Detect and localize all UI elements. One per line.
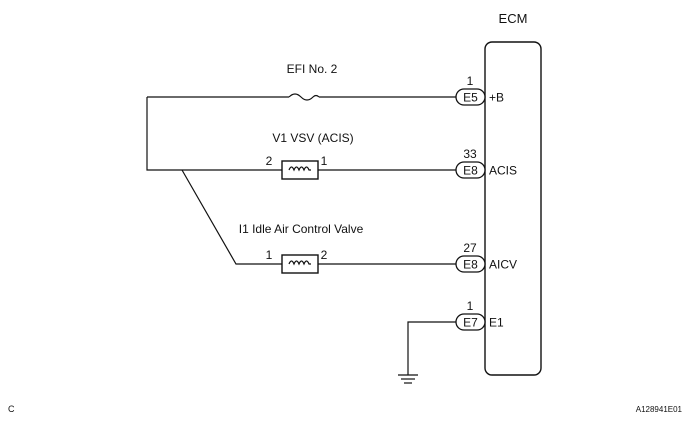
iacv-pin-left: 1	[266, 248, 273, 262]
signal-name: ACIS	[489, 164, 517, 178]
vsv-pin-right: 1	[321, 154, 328, 168]
connector-oval	[455, 161, 486, 179]
fuse-label: EFI No. 2	[287, 62, 338, 76]
terminal-e7-e1: 1E7 E1	[455, 299, 504, 331]
vsv-pin-left: 2	[266, 154, 273, 168]
ground-circuit	[398, 321, 456, 384]
fuse-symbol	[288, 93, 320, 101]
connector-id: E7	[463, 316, 478, 330]
iacv-label: I1 Idle Air Control Valve	[239, 222, 364, 236]
iacv-pin-right: 2	[321, 248, 328, 262]
figure-code: A128941E01	[636, 405, 683, 414]
wire	[181, 169, 282, 265]
connector-id: E5	[463, 91, 478, 105]
terminal-e5-b: 1E5 +B	[455, 74, 504, 106]
signal-name: E1	[489, 316, 504, 330]
pin-number: 1	[467, 74, 474, 88]
ecm-title: ECM	[499, 11, 528, 26]
iacv-solenoid	[281, 254, 319, 274]
pin-number: 27	[463, 241, 477, 255]
vsv-circuit: V1 VSV (ACIS) 2 1	[182, 131, 456, 180]
coil-icon	[288, 166, 311, 172]
iacv-circuit: I1 Idle Air Control Valve 1 2	[181, 169, 456, 274]
pin-number: 1	[467, 299, 474, 313]
ecm-block: ECM	[484, 11, 542, 376]
wire	[407, 321, 456, 375]
connector-oval	[455, 88, 486, 106]
vsv-solenoid	[281, 160, 319, 180]
connector-id: E8	[463, 258, 478, 272]
ecm-body	[484, 41, 542, 376]
footer-left: C	[8, 404, 15, 414]
signal-name: AICV	[489, 258, 517, 272]
connector-id: E8	[463, 164, 478, 178]
vsv-label: V1 VSV (ACIS)	[272, 131, 353, 145]
wire	[146, 97, 182, 171]
connector-oval	[455, 255, 486, 273]
coil-icon	[288, 260, 311, 266]
pin-number: 33	[463, 147, 477, 161]
fuse-circuit: EFI No. 2	[146, 62, 456, 171]
ground-icon	[398, 374, 418, 384]
connector-oval	[455, 313, 486, 331]
signal-name: +B	[489, 91, 504, 105]
